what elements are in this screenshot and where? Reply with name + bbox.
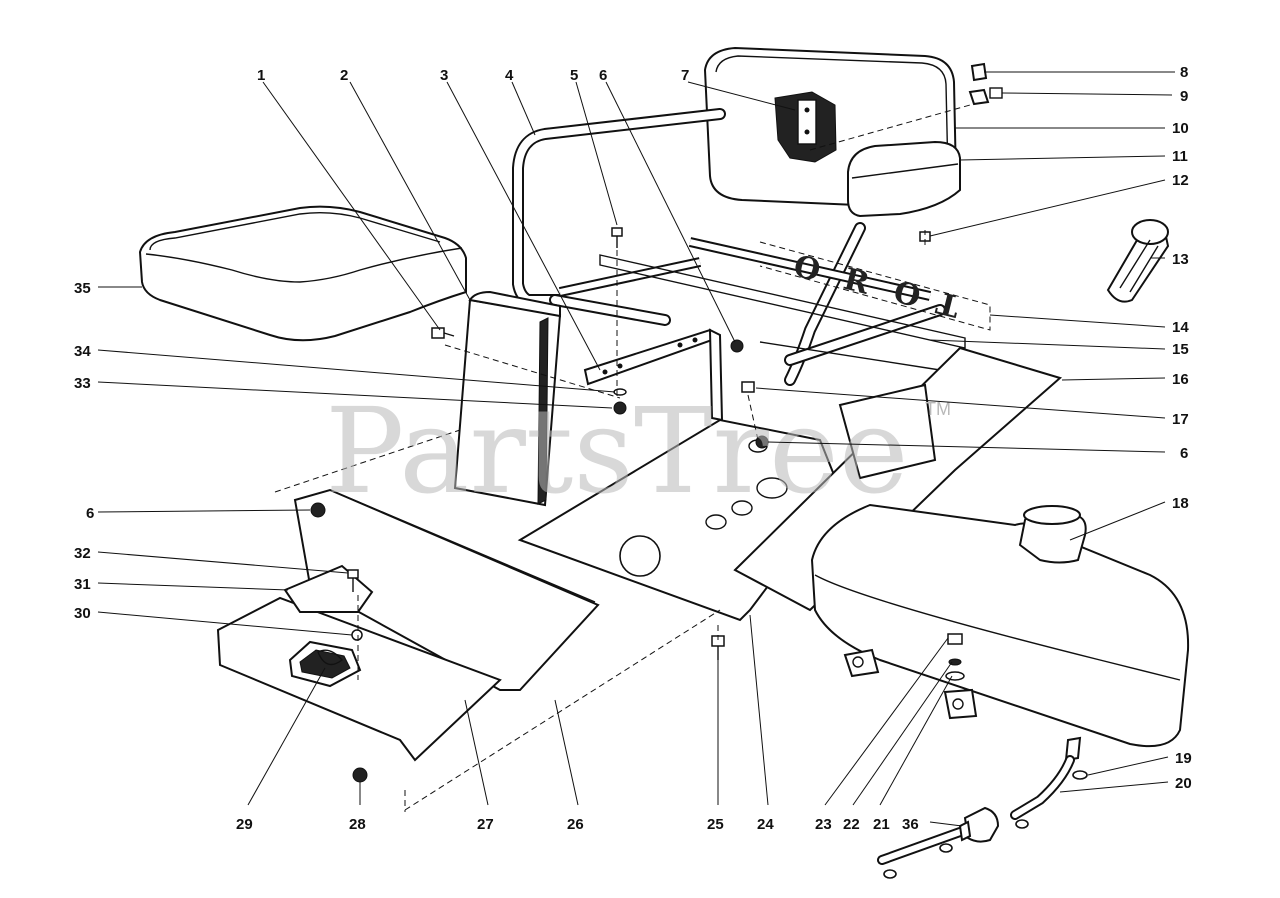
callout-10: 10 [1172, 120, 1189, 137]
seat-frame-bar [512, 108, 946, 386]
callout-24: 24 [757, 816, 774, 833]
callout-5: 5 [570, 67, 578, 84]
leader-lines [97, 71, 1175, 827]
callout-12: 12 [1172, 172, 1189, 189]
watermark-text: PartsTree [325, 382, 909, 520]
fuel-gauge [1106, 219, 1170, 303]
decal-letter-4: T [932, 284, 963, 324]
callout-31: 31 [74, 576, 91, 593]
callout-11: 11 [1172, 148, 1188, 165]
hose-clamps [883, 770, 1088, 879]
callout-26: 26 [567, 816, 584, 833]
fuel-line [877, 755, 1075, 865]
callout-19: 19 [1175, 750, 1192, 767]
partstree-watermark: PartsTree TM [325, 382, 951, 520]
callout-23: 23 [815, 816, 832, 833]
callout-29: 29 [236, 816, 253, 833]
callout-28: 28 [349, 816, 366, 833]
callout-15: 15 [1172, 341, 1189, 358]
callout-35: 35 [74, 280, 91, 297]
callout-1: 1 [257, 67, 265, 84]
callout-21: 21 [873, 816, 890, 833]
callout-6-left: 6 [86, 505, 94, 522]
callout-34: 34 [74, 343, 91, 360]
callout-9: 9 [1180, 88, 1188, 105]
callout-22: 22 [843, 816, 860, 833]
callout-numbers: 1 2 3 4 5 6 7 8 9 10 11 12 13 14 15 16 1… [74, 64, 1192, 833]
arm-rest [847, 140, 961, 218]
seat-rail [599, 254, 966, 371]
shift-cover-plate [216, 596, 502, 762]
fuel-filter [958, 806, 1000, 843]
callout-36: 36 [902, 816, 919, 833]
callout-16: 16 [1172, 371, 1189, 388]
alignment-lines [274, 104, 971, 812]
watermark-tm: TM [925, 399, 951, 419]
callout-33: 33 [74, 375, 91, 392]
callout-30: 30 [74, 605, 91, 622]
callout-7: 7 [681, 67, 689, 84]
fuel-tank [810, 503, 1190, 762]
callout-14: 14 [1172, 319, 1189, 336]
callout-25: 25 [707, 816, 724, 833]
callout-20: 20 [1175, 775, 1192, 792]
seat-cushion [138, 205, 467, 342]
callout-8: 8 [1180, 64, 1188, 81]
callout-17: 17 [1172, 411, 1189, 428]
callout-6: 6 [599, 67, 607, 84]
decal-letter-3: O [890, 275, 924, 315]
callout-6-right: 6 [1180, 445, 1188, 462]
right-fender-cover [733, 346, 1063, 612]
callout-3: 3 [440, 67, 448, 84]
decal-letter-1: O [790, 249, 824, 289]
callout-2: 2 [340, 67, 348, 84]
callout-32: 32 [74, 545, 91, 562]
callout-13: 13 [1172, 251, 1189, 268]
callout-18: 18 [1172, 495, 1189, 512]
callout-27: 27 [477, 816, 494, 833]
callout-4: 4 [505, 67, 514, 84]
